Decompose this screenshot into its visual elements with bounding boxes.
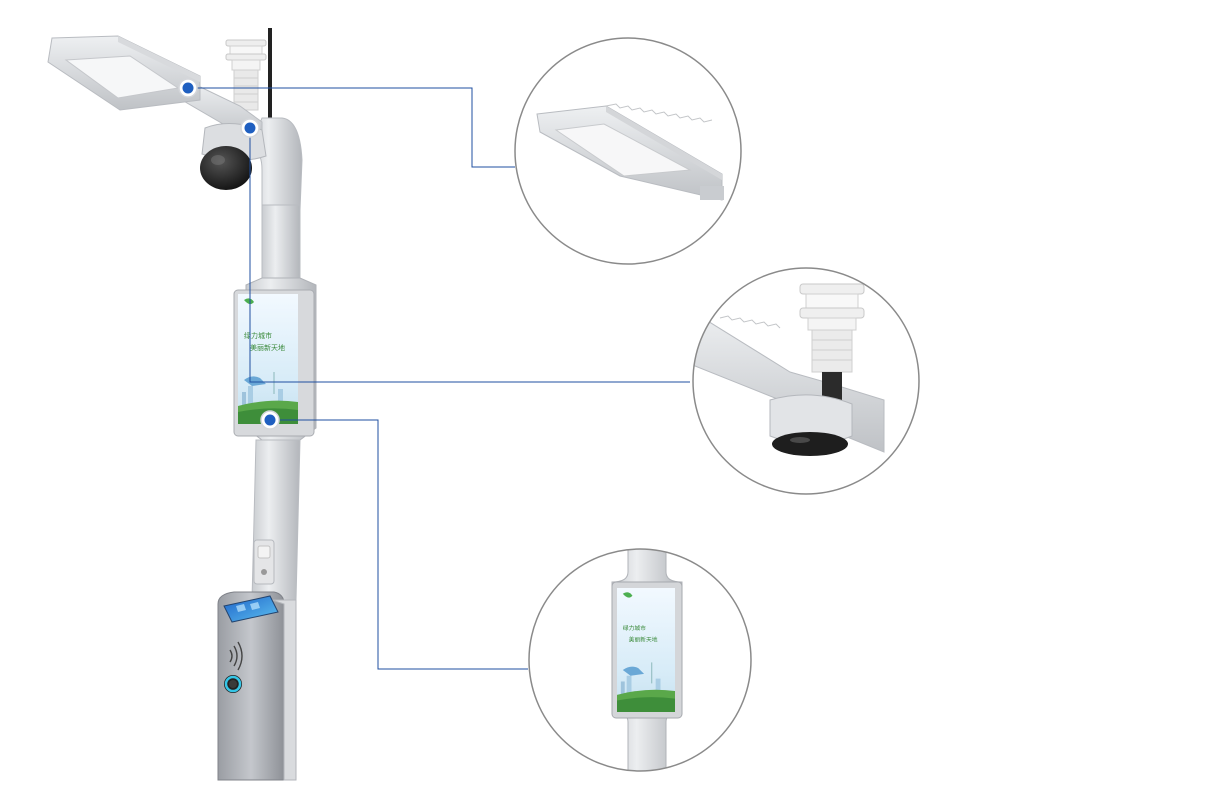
poster-line-1: 绿力城市: [623, 624, 646, 632]
leader-line-sensor: [249, 128, 690, 383]
lamp-head-icon: [536, 103, 724, 201]
hotspot-lamp[interactable]: [178, 78, 198, 98]
poster-line-2: 美丽新天地: [629, 635, 658, 643]
street-lamp-head: [47, 35, 263, 141]
advertising-screen: 绿力城市 美丽新天地: [233, 277, 317, 441]
nfc-icon: [229, 641, 243, 671]
poster-line-1: 绿力城市: [244, 331, 272, 340]
callout-lamp-head: [514, 37, 742, 265]
smart-pole: 绿力城市 美丽新天地: [47, 28, 317, 781]
poster-line-2: 美丽新天地: [250, 343, 285, 352]
callout-advertising-screen: 绿力城市 美丽新天地: [528, 548, 752, 772]
ring-light-icon: [224, 675, 242, 693]
lcd-display-panel-icon: 绿力城市 美丽新天地: [611, 549, 683, 771]
weather-sensor: [225, 39, 267, 111]
hotspot-screen[interactable]: [260, 410, 280, 430]
charging-base: [217, 591, 297, 781]
emergency-call-panel: [253, 539, 275, 585]
weather-sensor-and-dome-camera-icon: [693, 283, 885, 456]
leader-line-lamp: [188, 87, 515, 168]
leader-line-screen: [270, 419, 528, 670]
callout-sensor-camera: [692, 267, 920, 495]
hotspot-sensor-camera[interactable]: [240, 118, 260, 138]
leader-lines: [188, 87, 690, 670]
